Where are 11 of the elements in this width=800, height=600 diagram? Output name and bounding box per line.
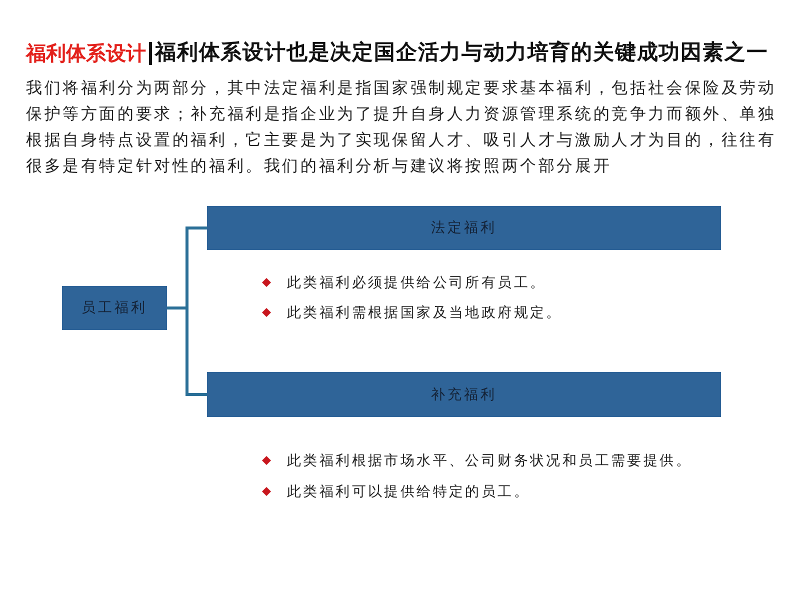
intro-paragraph: 我们将福利分为两部分，其中法定福利是指国家强制规定要求基本福利，包括社会保险及劳动保护等方面的要求；补充福利是指企业为了提升自身人力资源管理系统的竞争力而额外、单独根据自身特点设置的福利，它主要是为了实现保留人才、吸引人才与激励人才为目的，往往有很多是有特定针对性的福利。我们的福利分析与建议将按照两个部分展开 <box>26 77 778 177</box>
section-title: 福利体系设计 <box>26 40 146 67</box>
connector-line <box>167 306 207 396</box>
category-box: 员工福利 <box>62 286 167 330</box>
category-band: 补充福利 <box>207 372 721 417</box>
headline: 福利体系设计也是决定国企活力与动力培育的关键成功因素之一 <box>155 39 768 66</box>
bullet-text: 此类福利根据市场水平、公司财务状况和员工需要提供。 <box>287 452 692 471</box>
bullet-text: 此类福利必须提供给公司所有员工。 <box>287 274 546 293</box>
category-band: 法定福利 <box>207 206 721 250</box>
bullet-text: 此类福利可以提供给特定的员工。 <box>287 483 530 502</box>
bullet-text: 此类福利需根据国家及当地政府规定。 <box>287 304 562 323</box>
